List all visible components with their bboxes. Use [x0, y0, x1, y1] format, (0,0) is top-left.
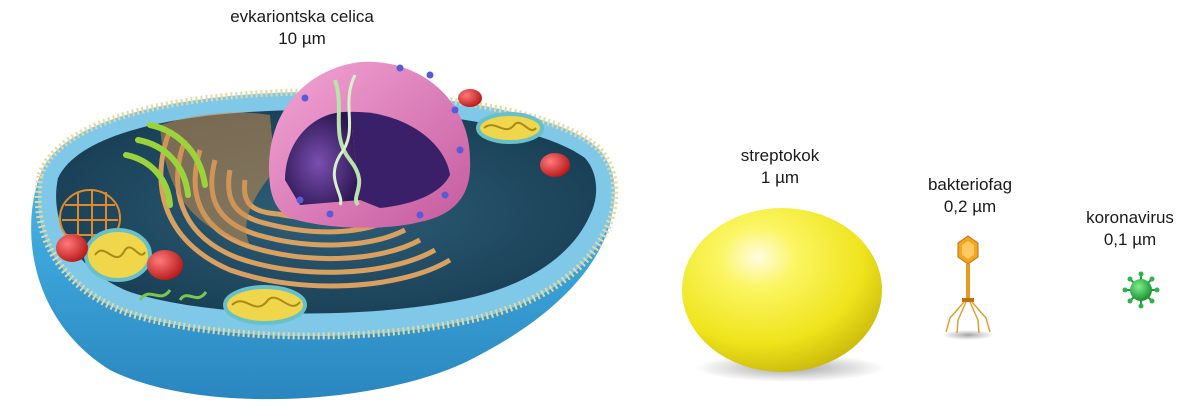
streptococcus-name: streptokok	[715, 145, 845, 167]
eukaryotic-cell-icon	[31, 62, 615, 399]
streptococcus-icon	[682, 208, 885, 382]
bacteriophage-icon	[942, 236, 994, 340]
streptococcus-label: streptokok 1 µm	[715, 145, 845, 189]
bacteriophage-label: bakteriofag 0,2 µm	[905, 174, 1035, 218]
coronavirus-icon	[1123, 272, 1160, 309]
nucleus	[269, 62, 470, 228]
coronavirus-label: koronavirus 0,1 µm	[1065, 207, 1194, 251]
bacteriophage-size: 0,2 µm	[905, 196, 1035, 218]
bacteriophage-name: bakteriofag	[905, 174, 1035, 196]
coronavirus-size: 0,1 µm	[1065, 229, 1194, 251]
eukaryotic-cell-label: evkariontska celica 10 µm	[207, 6, 397, 50]
eukaryotic-cell-size: 10 µm	[207, 28, 397, 50]
eukaryotic-cell-name: evkariontska celica	[207, 6, 397, 28]
streptococcus-size: 1 µm	[715, 167, 845, 189]
coronavirus-name: koronavirus	[1065, 207, 1194, 229]
